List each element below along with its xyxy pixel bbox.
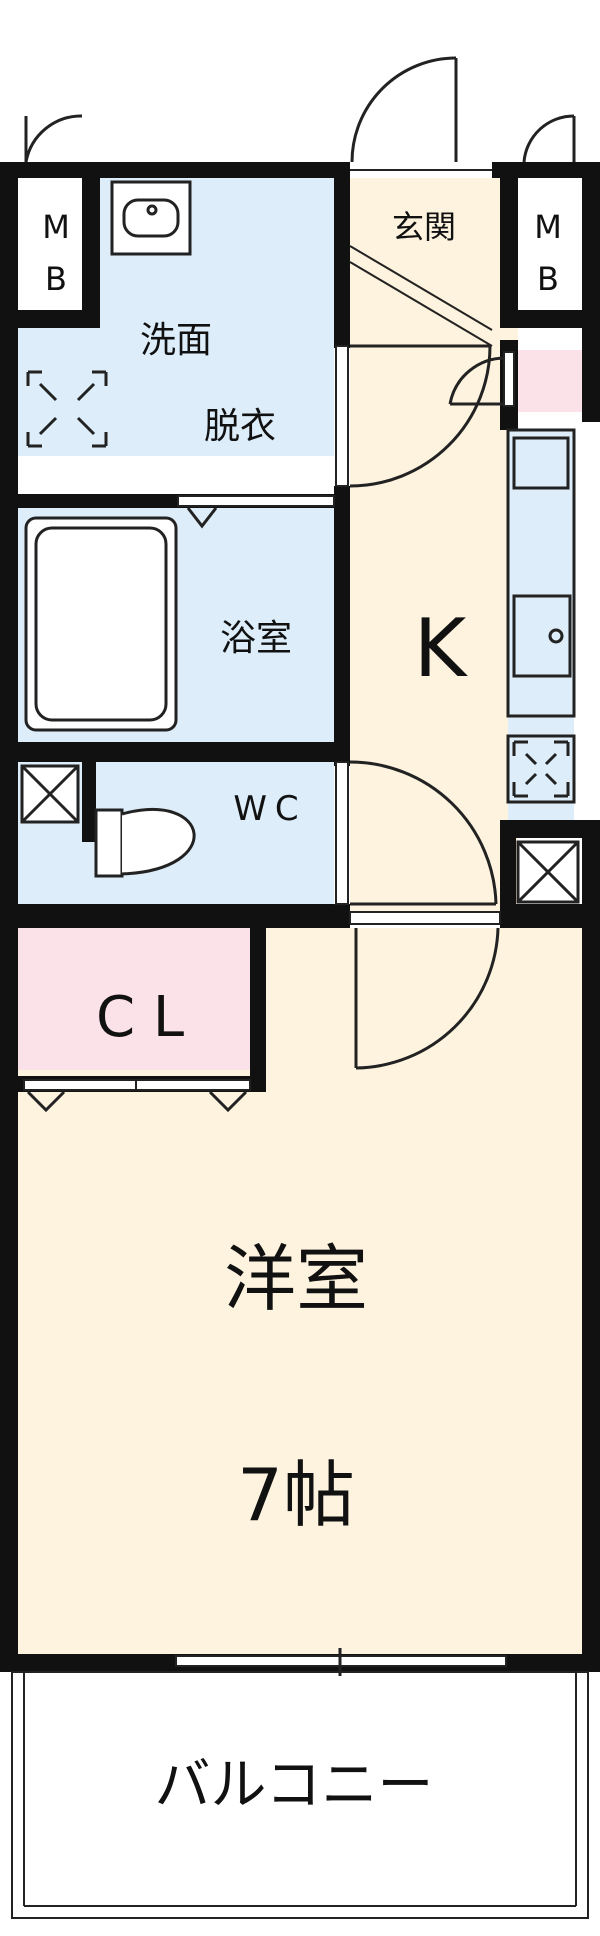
wall-mb-right-bottom bbox=[500, 310, 582, 328]
mb-left-label-m: M bbox=[42, 208, 70, 246]
entrance-door bbox=[349, 56, 493, 347]
room-door bbox=[349, 911, 501, 1070]
wall-mb-left bbox=[82, 178, 100, 328]
wash-door-frame bbox=[177, 495, 335, 507]
wall-bath-bottom bbox=[18, 742, 350, 762]
room-fills bbox=[14, 178, 586, 1916]
mb-left-area bbox=[18, 178, 82, 310]
room-door-arc bbox=[355, 927, 500, 1070]
kitchen-stove bbox=[512, 436, 570, 490]
wall-closet-right bbox=[250, 912, 266, 1092]
balcony-area bbox=[14, 1670, 586, 1916]
wall-right-lower bbox=[582, 820, 600, 1670]
wall-mb-left-bottom bbox=[18, 310, 100, 328]
toilet-fixtures bbox=[20, 764, 196, 878]
kitchen-counter bbox=[506, 428, 580, 904]
shoebox-door bbox=[448, 351, 515, 407]
closet-area-over bbox=[18, 928, 250, 1070]
mb-left-door-arc bbox=[24, 114, 83, 163]
washroom-label-1: 洗面 bbox=[140, 320, 212, 361]
mb-right-label-b: B bbox=[537, 260, 559, 298]
balcony-elements bbox=[11, 1648, 589, 1919]
bathtub-inner bbox=[34, 526, 168, 722]
kitchen-pipe-space-icon bbox=[516, 840, 580, 904]
kitchen-counter-outline bbox=[506, 428, 576, 718]
entrance-label: 玄関 bbox=[392, 208, 456, 246]
wc-door-arc bbox=[349, 760, 498, 905]
washroom-label-2: 脱衣 bbox=[204, 406, 276, 447]
wall-toilet-left bbox=[82, 762, 96, 842]
western-room-label: 洋室 bbox=[224, 1237, 368, 1321]
toilet-bowl bbox=[121, 808, 196, 876]
kitchen-fan-icon bbox=[506, 734, 576, 804]
wall-wet-right-lower bbox=[334, 486, 350, 766]
wall-right-upper bbox=[582, 162, 600, 422]
entrance-pink-area bbox=[518, 350, 582, 412]
wc-door bbox=[335, 760, 498, 906]
wall-toilet-bottom bbox=[18, 904, 350, 928]
mb-doors bbox=[24, 114, 576, 163]
mb-right-door-arc bbox=[522, 114, 575, 163]
walls bbox=[0, 162, 600, 1672]
kitchen-label: K bbox=[414, 602, 469, 695]
kitchen-area bbox=[350, 178, 518, 912]
mb-right-area bbox=[518, 178, 582, 310]
labels: M B M B 玄関 洗面 脱衣 浴室 WC K C L 洋室 7帖 バルコニー bbox=[42, 208, 562, 1818]
wall-k-bottom-right bbox=[500, 904, 582, 928]
washroom-fixtures bbox=[26, 180, 335, 529]
balcony-railing bbox=[11, 1671, 589, 1919]
balcony-label: バルコニー bbox=[155, 1753, 434, 1818]
wall-left bbox=[0, 162, 18, 1670]
toilet-label: WC bbox=[233, 789, 306, 829]
entrance-door-arc bbox=[350, 56, 457, 163]
mb-left-label-b: B bbox=[45, 260, 67, 298]
western-room-size: 7帖 bbox=[237, 1453, 355, 1537]
wall-kitchen-right bbox=[500, 820, 582, 838]
kitchen-counter-area bbox=[508, 430, 574, 820]
toilet-tank bbox=[94, 808, 124, 878]
closet-label: C L bbox=[96, 985, 184, 1050]
mb-right-label-m: M bbox=[534, 208, 562, 246]
wall-mb-right bbox=[500, 178, 518, 328]
wall-kitchen-box bbox=[500, 820, 516, 912]
pipe-space-icon bbox=[20, 764, 80, 824]
bath-label: 浴室 bbox=[220, 618, 292, 659]
wall-top-left bbox=[0, 162, 350, 178]
wall-wash-right bbox=[334, 178, 350, 348]
bathtub-outer bbox=[24, 516, 178, 732]
ventilation-fan-icon bbox=[26, 370, 108, 448]
kitchen-sink bbox=[512, 594, 572, 678]
closet-doors bbox=[23, 1079, 251, 1113]
bathtub bbox=[24, 516, 178, 732]
wall-top-right bbox=[492, 162, 600, 178]
washroom-door-arc bbox=[349, 345, 492, 488]
washroom-door bbox=[335, 344, 492, 488]
